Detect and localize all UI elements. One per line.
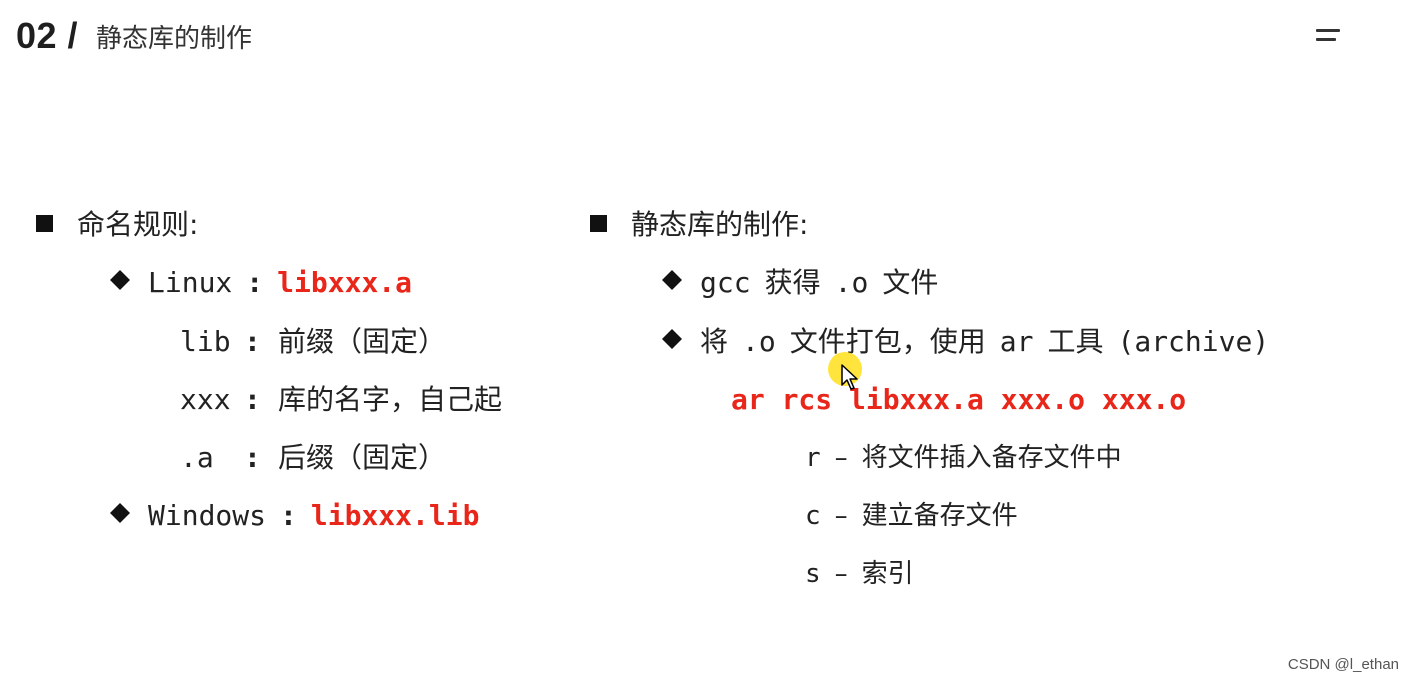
linux-item: Linux: libxxx.a <box>110 263 412 303</box>
diamond-bullet-icon <box>110 270 130 290</box>
windows-label: Windows <box>148 499 267 532</box>
section-number: 02 / <box>16 15 79 56</box>
part-row-xxx: xxx:库的名字，自己起 <box>180 383 503 416</box>
option-s: s–索引 <box>805 559 914 589</box>
ar-command: ar rcs libxxx.a xxx.o xxx.o <box>731 383 1187 416</box>
diamond-bullet-icon <box>662 270 682 290</box>
watermark: CSDN @l_ethan <box>1287 656 1399 673</box>
part-row-lib: lib:前缀（固定） <box>180 325 447 358</box>
windows-sep: : <box>280 499 297 532</box>
linux-label: Linux <box>148 266 233 299</box>
slide-header: 02 / 静态库的制作 <box>16 14 252 58</box>
static-lib-heading: 静态库的制作: <box>590 205 808 245</box>
windows-value: libxxx.lib <box>310 499 480 532</box>
menu-icon[interactable] <box>1312 24 1344 46</box>
linux-value: libxxx.a <box>277 266 413 299</box>
square-bullet-icon <box>36 214 53 232</box>
section-title: 静态库的制作 <box>96 23 253 54</box>
square-bullet-icon <box>590 214 607 232</box>
linux-sep: : <box>246 266 264 299</box>
part-row-a: .a:后缀（固定） <box>180 441 447 474</box>
diamond-bullet-icon <box>110 503 130 523</box>
naming-rules-heading: 命名规则: <box>36 205 198 245</box>
windows-item: Windows: libxxx.lib <box>110 496 479 536</box>
option-c: c–建立备存文件 <box>805 501 1018 531</box>
option-r: r–将文件插入备存文件中 <box>805 443 1122 473</box>
mouse-pointer-icon <box>841 364 859 390</box>
diamond-bullet-icon <box>662 329 682 349</box>
